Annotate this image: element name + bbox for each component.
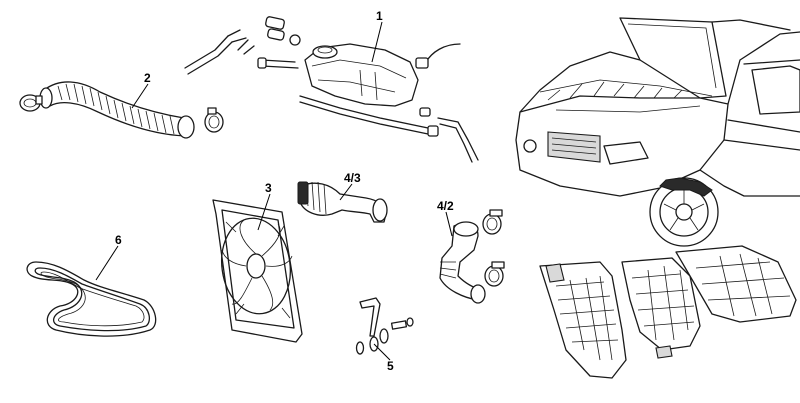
hose-clamp-left xyxy=(19,94,43,112)
vehicle-illustration xyxy=(515,17,800,247)
callout-label-5: 5 xyxy=(387,359,394,373)
callout-label-2: 2 xyxy=(144,71,151,85)
callout-label-4-3: 4/3 xyxy=(344,171,361,185)
callout-label-1: 1 xyxy=(376,9,383,23)
hose-clamp-lower xyxy=(484,261,505,287)
callout-label-4-2: 4/2 xyxy=(437,199,454,213)
tank-hoses xyxy=(184,16,479,163)
coolant-hose-part-4-2 xyxy=(439,221,486,304)
elbow-hose-part-4-3 xyxy=(297,181,388,223)
hose-clamp-right xyxy=(204,107,224,133)
callout-label-6: 6 xyxy=(115,233,122,247)
underbody-panels xyxy=(539,245,797,379)
drive-belt-part-6 xyxy=(26,261,157,337)
callout-leaders xyxy=(95,21,453,361)
hose-clamp-upper xyxy=(482,209,503,235)
corrugated-hose-part-2 xyxy=(39,81,195,139)
expansion-tank-part-1 xyxy=(304,43,419,107)
callout-label-3: 3 xyxy=(265,181,272,195)
fan-shroud-part-3 xyxy=(212,199,303,343)
bracket-part-5 xyxy=(355,297,414,355)
